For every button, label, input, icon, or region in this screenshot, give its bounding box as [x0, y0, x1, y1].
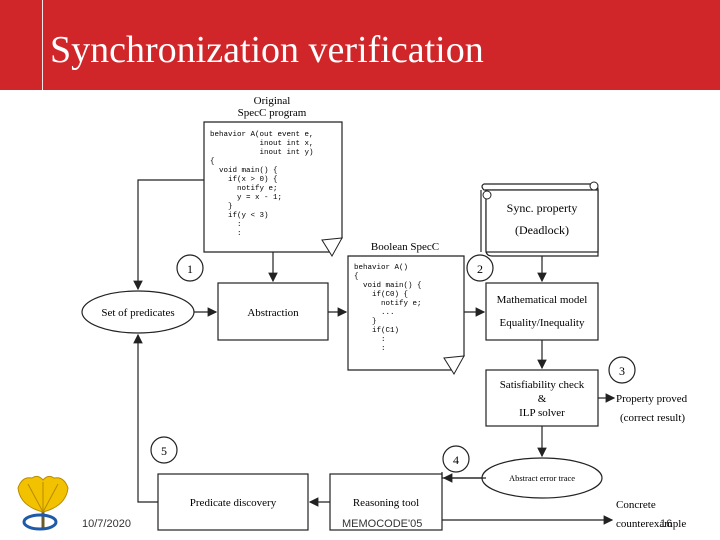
original-code-line: { [210, 158, 215, 166]
original-code-line: if(y < 3) [210, 212, 269, 220]
boolean-code-line: : [354, 345, 386, 353]
reasoning-tool-node: Reasoning tool [329, 473, 443, 531]
original-code-line: : [210, 221, 242, 229]
arrow-trace-to-reasoning [441, 472, 482, 479]
property-proved-label: Property proved [616, 393, 688, 405]
concrete-label: Concrete [616, 499, 656, 511]
counterexample-label: counterexample [616, 518, 686, 530]
abstract-error-trace-node: Abstract error trace [481, 457, 603, 499]
step-1-number: 1 [187, 262, 193, 276]
original-code-line: y = x - 1; [210, 194, 282, 202]
predicate-discovery-node: Predicate discovery [157, 473, 309, 531]
slide-title: Synchronization verification [50, 29, 484, 71]
step-3-badge: 3 [608, 356, 636, 384]
step-2-number: 2 [477, 262, 483, 276]
sat-check-solver: ILP solver [519, 407, 565, 419]
original-label-line2: SpecC program [238, 107, 307, 119]
boolean-code-line: } [354, 318, 377, 326]
original-code-line: notify e; [210, 185, 278, 193]
original-code-line: } [210, 203, 233, 211]
sat-check-label: Satisfiability check [500, 379, 585, 391]
step-4-number: 4 [453, 453, 459, 467]
set-of-predicates-node: Set of predicates [81, 290, 195, 334]
abstract-error-trace-label: Abstract error trace [509, 473, 575, 483]
original-label-line1: Original [254, 95, 291, 107]
math-model-sub: Equality/Inequality [500, 317, 585, 329]
boolean-program-node: Boolean SpecC behavior A() { void main()… [347, 241, 465, 375]
sync-property-sub: (Deadlock) [515, 223, 569, 237]
original-program-node: Original SpecC program behavior A(out ev… [203, 95, 343, 257]
step-1-badge: 1 [176, 254, 204, 282]
property-proved-node: Property proved (correct result) [616, 393, 688, 424]
math-model-label: Mathematical model [497, 294, 588, 306]
concrete-counterexample-node: Concrete counterexample [616, 499, 686, 530]
boolean-code-line: if(C1) [354, 327, 399, 335]
step-2-badge: 2 [466, 254, 494, 282]
set-of-predicates-label: Set of predicates [101, 307, 174, 319]
abstraction-label: Abstraction [247, 307, 299, 319]
correct-result-label: (correct result) [620, 412, 685, 424]
connectors [133, 179, 616, 525]
ginkgo-leaf-icon [17, 475, 69, 531]
step-3-number: 3 [619, 364, 625, 378]
footer-conference: MEMOCODE'05 [342, 518, 423, 530]
title-bar: Synchronization verification [0, 0, 720, 90]
boolean-code-line: behavior A() [354, 264, 408, 272]
boolean-code-line: void main() { [354, 282, 422, 290]
abstraction-node: Abstraction [217, 282, 329, 341]
sync-property-node: Sync. property (Deadlock) [480, 181, 599, 257]
boolean-code: behavior A() { void main() { if(C0) { no… [354, 264, 422, 353]
boolean-code-line: notify e; [354, 300, 422, 308]
footer-page-number: 16 [660, 518, 673, 530]
boolean-code-line: { [354, 273, 359, 281]
step-4-badge: 4 [442, 445, 470, 473]
boolean-code-line: : [354, 336, 386, 344]
university-logo [17, 475, 69, 531]
predicate-discovery-label: Predicate discovery [190, 497, 277, 509]
step-5-number: 5 [161, 444, 167, 458]
title-divider [42, 0, 43, 90]
sat-check-node: Satisfiability check & ILP solver [485, 369, 599, 427]
sync-property-label: Sync. property [507, 201, 578, 215]
footer-date: 10/7/2020 [82, 518, 131, 530]
original-code-line: void main() { [210, 167, 278, 175]
original-code-line: : [210, 230, 242, 238]
step-5-badge: 5 [150, 436, 178, 464]
original-code-line: behavior A(out event e, [210, 131, 314, 139]
math-model-node: Mathematical model Equality/Inequality [485, 282, 599, 341]
boolean-code-line: if(C0) { [354, 291, 408, 299]
original-code: behavior A(out event e, inout int x, ino… [210, 131, 314, 238]
reasoning-tool-label: Reasoning tool [353, 497, 419, 509]
sat-check-amp: & [538, 393, 547, 405]
original-code-line: inout int y) [210, 149, 314, 157]
arrow-discovery-to-predicates [133, 333, 158, 503]
boolean-label: Boolean SpecC [371, 241, 439, 253]
original-code-line: if(x > 0) { [210, 176, 278, 184]
boolean-code-line: ... [354, 309, 395, 317]
arrow-original-to-predicates [133, 179, 204, 291]
original-code-line: inout int x, [210, 140, 314, 148]
